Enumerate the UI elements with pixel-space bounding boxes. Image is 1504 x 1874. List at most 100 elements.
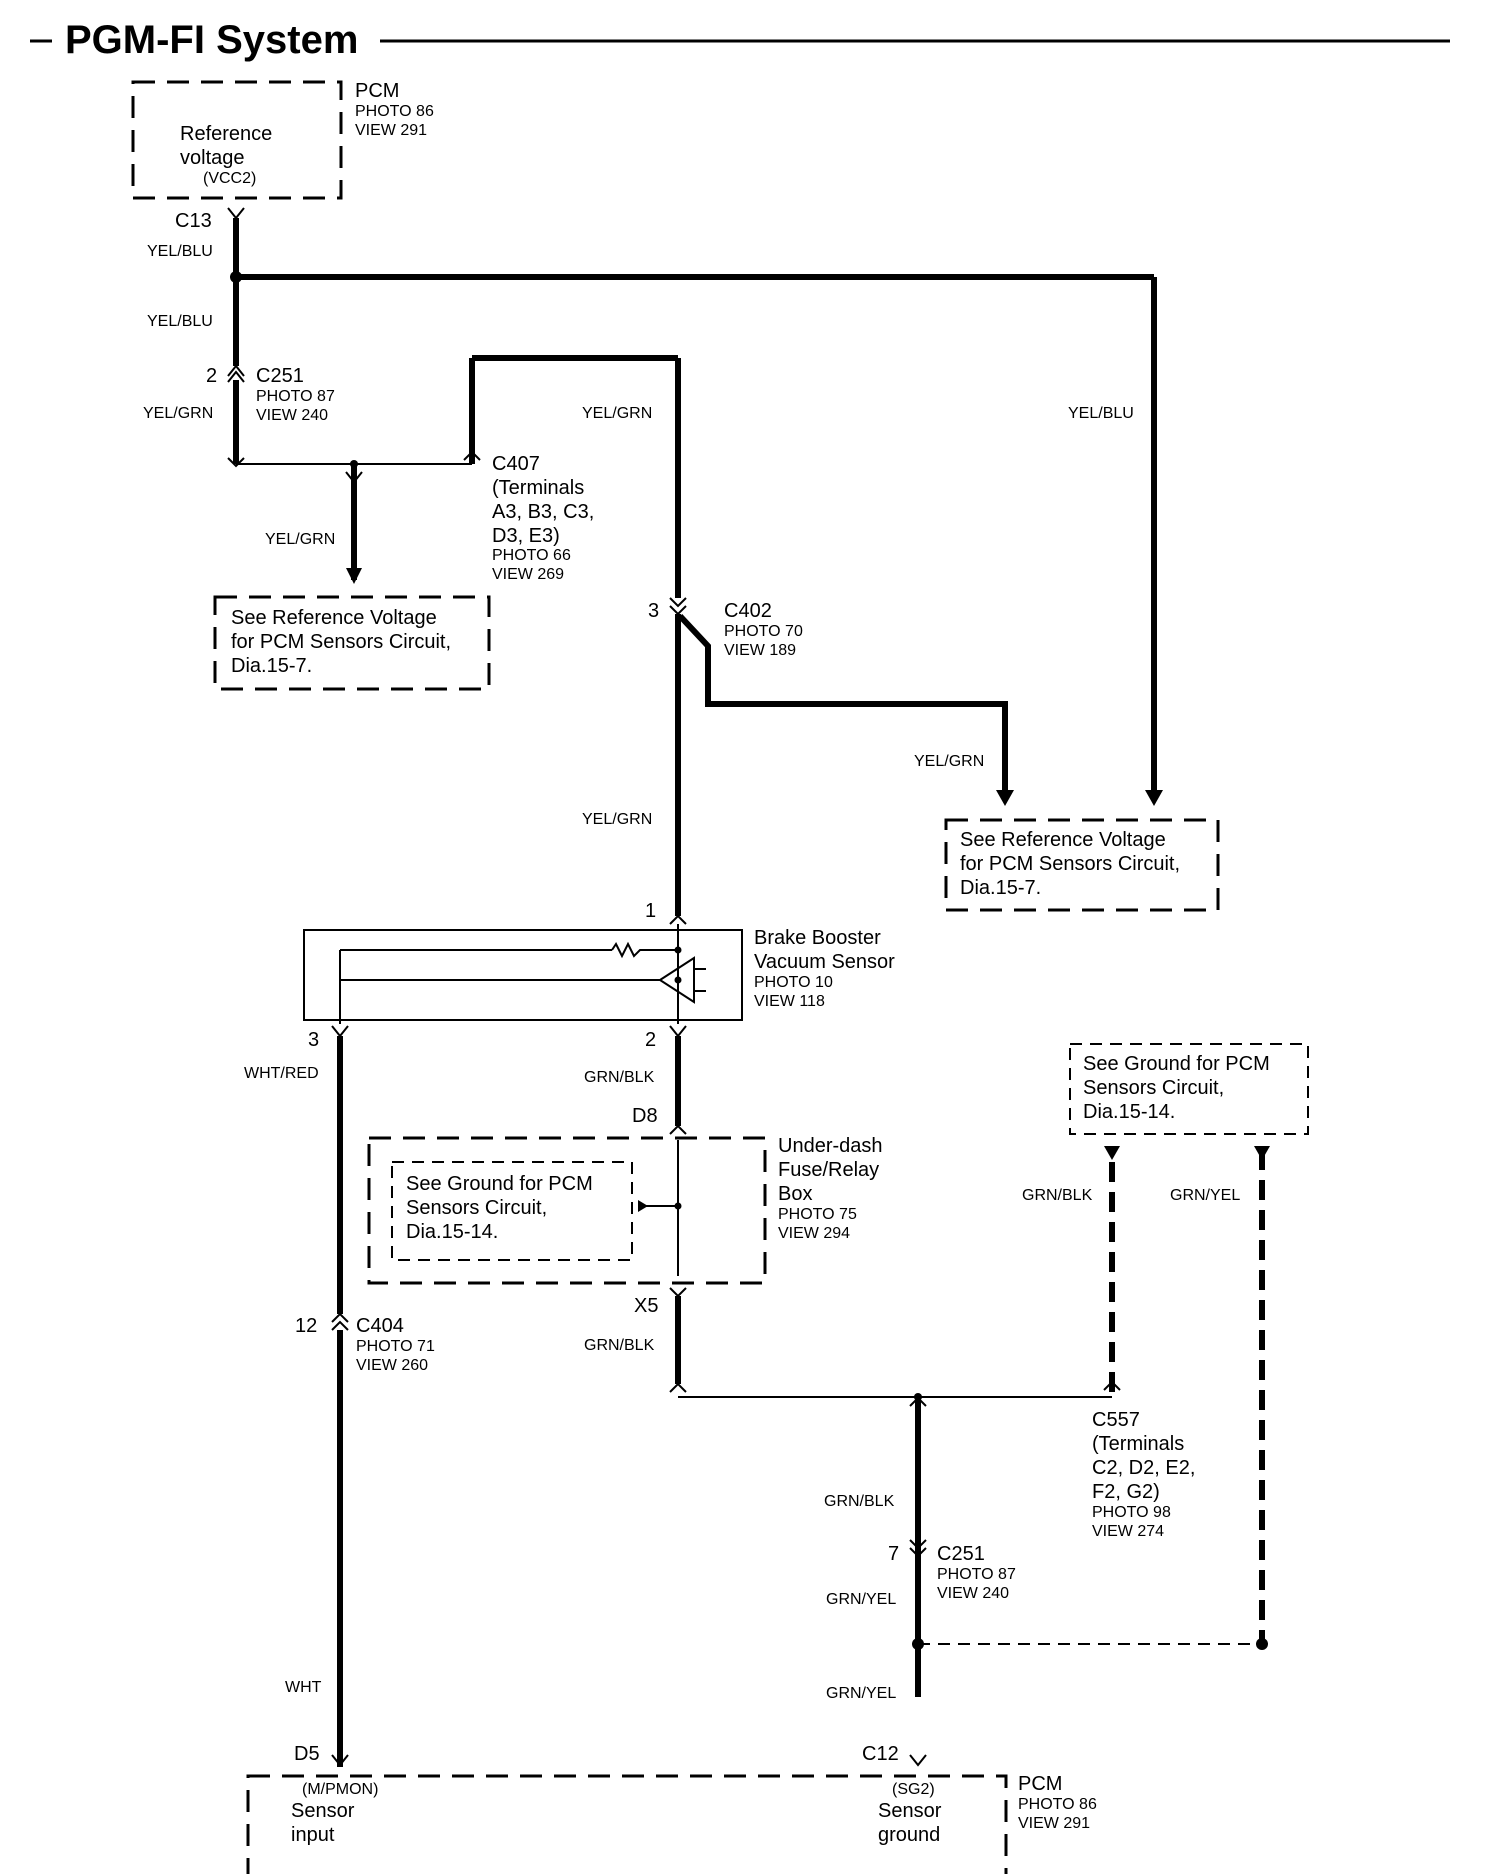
connector-name: C557 (1092, 1409, 1140, 1431)
pcm-top-component: Reference voltage (VCC2) PCM PHOTO 86 VI… (131, 80, 434, 232)
fuse-pin-top: D8 (632, 1105, 658, 1127)
wire-label: GRN/BLK (1022, 1187, 1093, 1204)
wire-label: GRN/YEL (826, 1591, 896, 1608)
pcm-top-pin: C13 (175, 210, 212, 232)
connector-photo: PHOTO 98 (1092, 1504, 1171, 1521)
wire-label: YEL/GRN (582, 811, 652, 828)
connector-name: C404 (356, 1315, 404, 1337)
wire-label: WHT (285, 1679, 322, 1696)
pcm-top-box-line1: Reference (180, 123, 272, 145)
connector-c251-bottom: 7 C251 PHOTO 87 VIEW 240 (888, 1543, 1016, 1602)
connector-pin: 12 (295, 1315, 317, 1337)
connector-c557: C557 (Terminals C2, D2, E2, F2, G2) PHOT… (1092, 1409, 1195, 1540)
fuse-box-view: VIEW 294 (778, 1225, 850, 1242)
pcm-top-view: VIEW 291 (355, 122, 427, 139)
wire-label: YEL/GRN (582, 405, 652, 422)
connector-view: VIEW 274 (1092, 1523, 1164, 1540)
ground-reference-box-right: See Ground for PCM Sensors Circuit, Dia.… (1069, 1043, 1309, 1135)
wires (233, 218, 1265, 1767)
fuse-inner-line2: Sensors Circuit, (406, 1197, 547, 1219)
connector-view: VIEW 189 (724, 642, 796, 659)
pcm-bottom-name: PCM (1018, 1773, 1062, 1795)
pcm-bottom-component: D5 C12 (M/PMON) Sensor input (SG2) Senso… (246, 1743, 1097, 1874)
connector-name: C407 (492, 453, 540, 475)
reference-voltage-box-right: See Reference Voltage for PCM Sensors Ci… (944, 818, 1220, 912)
fuse-box-photo: PHOTO 75 (778, 1206, 857, 1223)
reference-voltage-box-left: See Reference Voltage for PCM Sensors Ci… (213, 595, 491, 691)
connector-c402: 3 C402 PHOTO 70 VIEW 189 (648, 600, 803, 659)
pcm-bottom-right-code: (SG2) (892, 1781, 935, 1798)
connector-photo: PHOTO 66 (492, 547, 571, 564)
wire-label: WHT/RED (244, 1065, 319, 1082)
connector-name: C251 (256, 365, 304, 387)
under-dash-fuse-relay-box: D8 X5 Under-dash Fuse/Relay Box PHOTO 75… (367, 1105, 883, 1317)
ref-box-line3: Dia.15-7. (231, 655, 312, 677)
title-bar: PGM-FI System (30, 18, 1450, 62)
fuse-box-name-line1: Under-dash (778, 1135, 883, 1157)
pcm-bottom-left-line2: input (291, 1824, 335, 1846)
connector-c407: C407 (Terminals A3, B3, C3, D3, E3) PHOT… (492, 453, 594, 583)
brake-booster-vacuum-sensor: 1 3 2 Brake Booster Vacuum Sensor PHOTO … (303, 900, 895, 1051)
connector-pin: 3 (648, 600, 659, 622)
pcm-top-photo: PHOTO 86 (355, 103, 434, 120)
pcm-bottom-pin-right: C12 (862, 1743, 899, 1765)
connector-photo: PHOTO 71 (356, 1338, 435, 1355)
connector-terminals-3: F2, G2) (1092, 1481, 1160, 1503)
wire-label: GRN/YEL (826, 1685, 896, 1702)
pcm-bottom-left-code: (M/PMON) (302, 1781, 378, 1798)
ref-box-line1: See Reference Voltage (960, 829, 1166, 851)
fuse-box-name-line3: Box (778, 1183, 812, 1205)
wire-labels: YEL/BLU YEL/BLU YEL/GRN YEL/GRN YEL/GRN … (143, 243, 1240, 1702)
ref-box-line2: for PCM Sensors Circuit, (960, 853, 1180, 875)
connector-photo: PHOTO 70 (724, 623, 803, 640)
pcm-bottom-pin-left: D5 (294, 1743, 320, 1765)
connector-symbols (227, 364, 1121, 1767)
pcm-bottom-view: VIEW 291 (1018, 1815, 1090, 1832)
fuse-inner-line1: See Ground for PCM (406, 1173, 593, 1195)
arrowheads (346, 568, 1270, 1160)
ref-box-line1: See Reference Voltage (231, 607, 437, 629)
sensor-pin-left: 3 (308, 1029, 319, 1051)
wire-label: YEL/GRN (143, 405, 213, 422)
pcm-top-name: PCM (355, 80, 399, 102)
connector-c251-top: 2 C251 PHOTO 87 VIEW 240 (206, 365, 335, 424)
fuse-inner-line3: Dia.15-14. (406, 1221, 498, 1243)
wire-label: GRN/BLK (584, 1337, 655, 1354)
connector-photo: PHOTO 87 (937, 1566, 1016, 1583)
ref-box-line2: for PCM Sensors Circuit, (231, 631, 451, 653)
fuse-box-name-line2: Fuse/Relay (778, 1159, 879, 1181)
pcm-bottom-right-line1: Sensor (878, 1800, 942, 1822)
sensor-photo: PHOTO 10 (754, 974, 833, 991)
pcm-bottom-photo: PHOTO 86 (1018, 1796, 1097, 1813)
sensor-name-line2: Vacuum Sensor (754, 951, 895, 973)
fuse-pin-bottom: X5 (634, 1295, 658, 1317)
pcm-top-box-line2: voltage (180, 147, 245, 169)
connector-terminals-2: A3, B3, C3, (492, 501, 594, 523)
connector-view: VIEW 260 (356, 1357, 428, 1374)
connector-photo: PHOTO 87 (256, 388, 335, 405)
ground-box-line1: See Ground for PCM (1083, 1053, 1270, 1075)
wire-label: YEL/BLU (147, 243, 213, 260)
sensor-name-line1: Brake Booster (754, 927, 881, 949)
pcm-bottom-right-line2: ground (878, 1824, 940, 1846)
wire-label: GRN/BLK (584, 1069, 655, 1086)
ground-box-line2: Sensors Circuit, (1083, 1077, 1224, 1099)
connector-view: VIEW 240 (937, 1585, 1009, 1602)
connector-terminals-1: (Terminals (1092, 1433, 1184, 1455)
wire-label: YEL/GRN (914, 753, 984, 770)
ground-box-line3: Dia.15-14. (1083, 1101, 1175, 1123)
wire-label: YEL/GRN (265, 531, 335, 548)
connector-terminals-3: D3, E3) (492, 525, 560, 547)
ref-box-line3: Dia.15-7. (960, 877, 1041, 899)
connector-terminals-2: C2, D2, E2, (1092, 1457, 1195, 1479)
pcm-top-box-line3: (VCC2) (203, 170, 256, 187)
connector-name: C251 (937, 1543, 985, 1565)
wire-label: GRN/BLK (824, 1493, 895, 1510)
wire-label: GRN/YEL (1170, 1187, 1240, 1204)
sensor-pin-top: 1 (645, 900, 656, 922)
pcm-bottom-left-line1: Sensor (291, 1800, 355, 1822)
connector-c404: 12 C404 PHOTO 71 VIEW 260 (295, 1315, 435, 1374)
connector-pin: 7 (888, 1543, 899, 1565)
connector-terminals-1: (Terminals (492, 477, 584, 499)
